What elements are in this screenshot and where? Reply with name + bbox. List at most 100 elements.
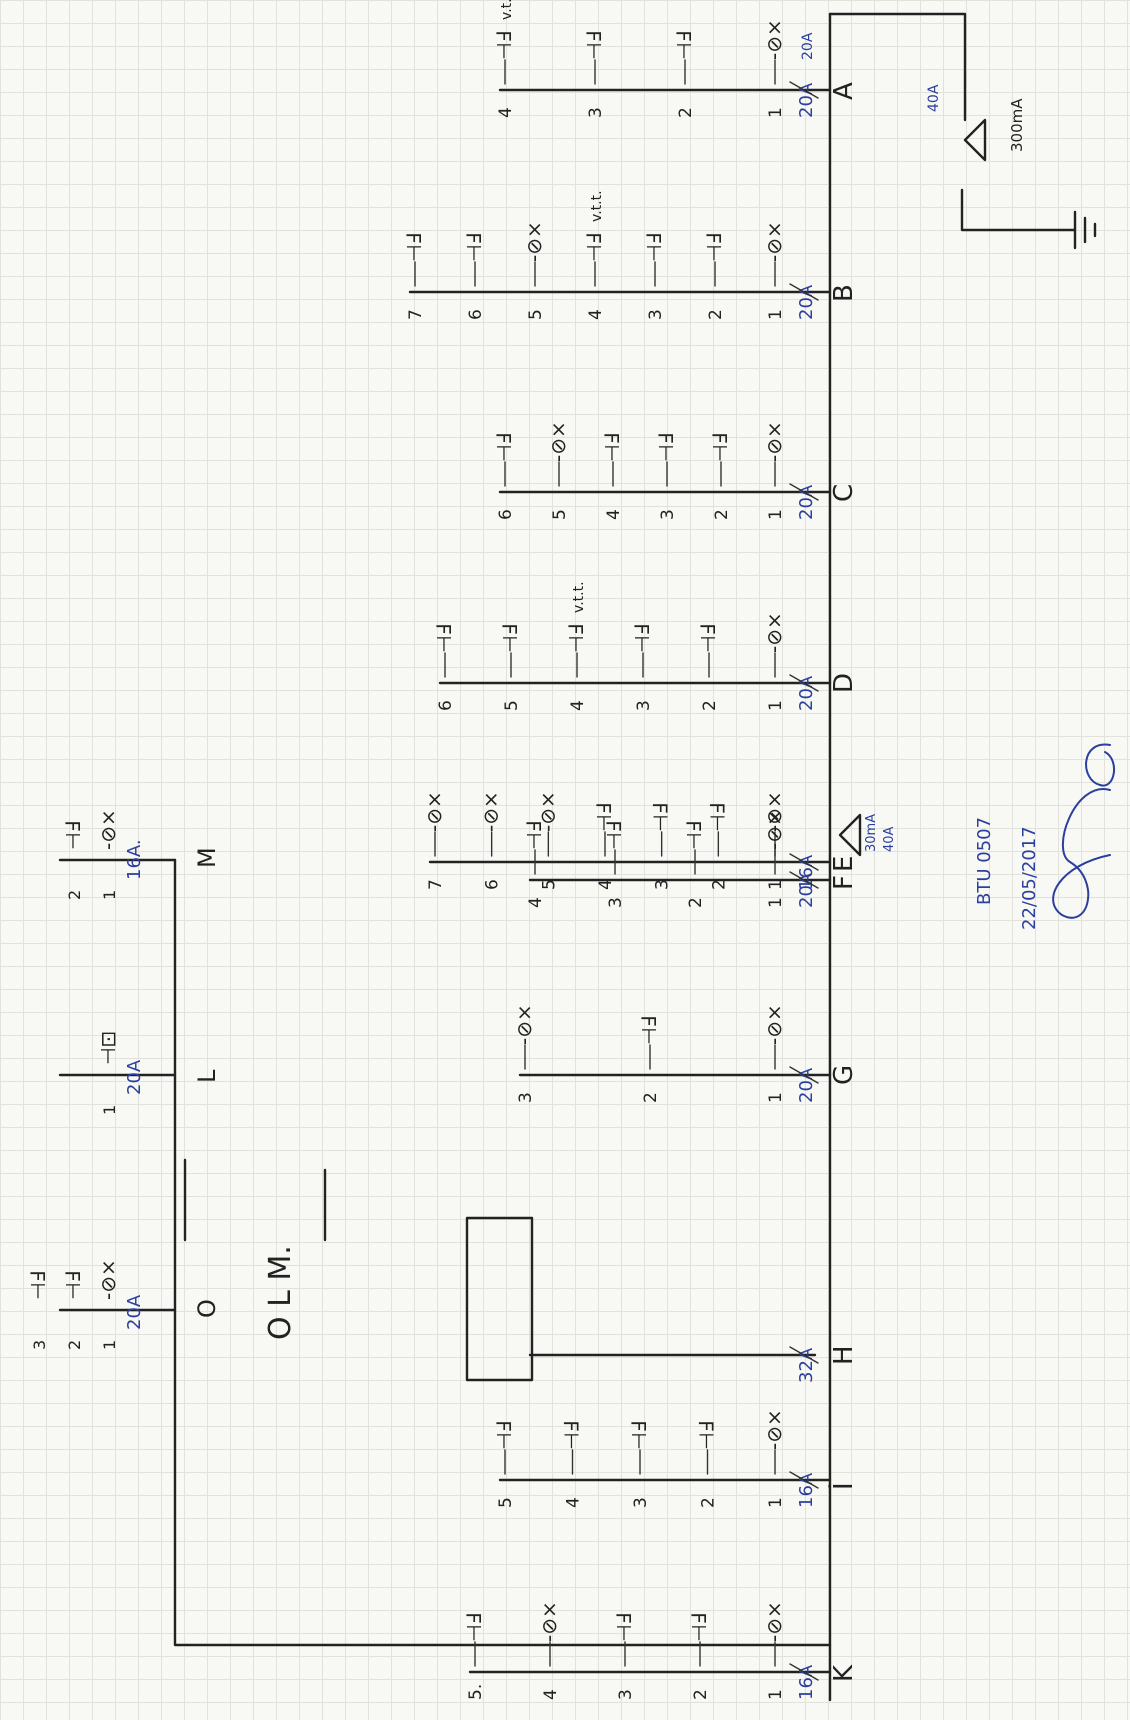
main-rcd-symbol <box>963 118 987 162</box>
circuit-number: 2 <box>641 1092 661 1103</box>
circuit-number: 3 <box>653 879 673 890</box>
circuit-number: 1 <box>100 1340 119 1350</box>
panel-B-breaker: 20A <box>796 284 817 320</box>
lamp-icon: -⊘⨯ <box>762 809 786 850</box>
breaker-tick <box>789 283 819 301</box>
note-line-2: 22/05/2017 <box>1019 826 1040 930</box>
panel-I-label: İ <box>827 1482 859 1490</box>
breaker-tick <box>789 1471 819 1489</box>
signature-stroke <box>1052 788 1111 919</box>
lamp-icon: -⊘⨯ <box>96 809 120 850</box>
circuit-note: v.t.t. <box>589 190 605 222</box>
circuit-number: 2 <box>686 897 706 908</box>
panel-F-rcd-rating: 40A <box>882 826 897 852</box>
panel-A-extra: 20A <box>800 32 816 60</box>
signature-stroke <box>1085 743 1115 787</box>
lamp-icon: -⊘⨯ <box>762 1004 786 1045</box>
circuit-number: 6 <box>466 309 486 320</box>
circuit-number: 2 <box>712 509 732 520</box>
panel-F-rcd-symbol <box>838 813 862 857</box>
panel-K-label: K <box>829 1664 859 1682</box>
circuit-number: 1 <box>100 890 119 900</box>
panel-M-label: M <box>193 847 221 868</box>
panel-M-breaker: 16A. <box>124 839 145 880</box>
circuit-number: 4 <box>586 309 606 320</box>
circuit-number: 5 <box>550 509 570 520</box>
breaker-tick <box>789 871 819 889</box>
circuit-number: 3 <box>586 107 606 118</box>
socket-icon: ⊣Ⅎ <box>637 1016 661 1045</box>
panel-G-breaker: 20A <box>796 1067 817 1103</box>
socket-icon: ⊣Ⅎ <box>462 1613 486 1642</box>
main-feeder-line <box>828 12 967 122</box>
socket-icon: ⊣Ⅎ <box>649 803 673 832</box>
circuit-number: 5 <box>496 1497 516 1508</box>
circuit-number: 4 <box>568 700 588 711</box>
circuit-number: 6 <box>496 509 516 520</box>
socket-icon: ⊣Ⅎ <box>432 624 456 653</box>
circuit-number: 1 <box>766 700 786 711</box>
lamp-icon: -⊘⨯ <box>96 1259 120 1300</box>
signature-note: BTU 0507 22/05/2017 <box>974 743 1115 930</box>
panel-K-breaker: 16A <box>796 1664 817 1700</box>
circuit-number: 2 <box>65 1340 84 1350</box>
circuit-number: 4 <box>604 509 624 520</box>
lamp-icon: -⊘⨯ <box>479 791 503 832</box>
socket-icon: ⊣Ⅎ <box>708 433 732 462</box>
breaker-tick <box>789 81 819 99</box>
socket-icon: ⊣Ⅎ <box>705 803 729 832</box>
breaker-tick <box>789 853 819 871</box>
circuit-number: 5 <box>526 309 546 320</box>
panel-O-breaker: 20A <box>124 1294 145 1330</box>
lamp-icon: -⊘⨯ <box>535 791 559 832</box>
circuit-number: 4 <box>541 1689 561 1700</box>
circuit-number: 4 <box>596 879 616 890</box>
circuit-number: 6 <box>483 879 503 890</box>
lamp-icon: -⊘⨯ <box>422 791 446 832</box>
circuit-number: 2 <box>676 107 696 118</box>
circuit-number: 1 <box>766 1092 786 1103</box>
circuit-number: 4 <box>564 1497 584 1508</box>
main-rcd-rating: 40A <box>926 84 942 112</box>
circuit-number: 2 <box>699 1497 719 1508</box>
socket-icon: ⊣Ⅎ <box>654 433 678 462</box>
breaker-tick <box>789 1066 819 1084</box>
breaker-tick <box>789 483 819 501</box>
main-rcd-sensitivity: 300mA <box>1008 98 1026 152</box>
note-line-1: BTU 0507 <box>974 817 995 905</box>
circuit-number: 3 <box>606 897 626 908</box>
om-label: O L M. <box>263 1245 298 1340</box>
lamp-icon: -⊘⨯ <box>522 221 546 262</box>
panel-H-box <box>465 1216 534 1382</box>
socket-icon: ⊣Ⅎ <box>602 821 626 850</box>
lamp-icon: -⊘⨯ <box>762 791 786 832</box>
panel-O-label: O <box>193 1299 221 1318</box>
panel-H-label: H <box>829 1345 859 1365</box>
circuit-number: 6 <box>436 700 456 711</box>
socket-icon: ⊣Ⅎ <box>582 233 606 262</box>
circuit-number: 3 <box>634 700 654 711</box>
socket-icon: ⊣Ⅎ <box>682 821 706 850</box>
circuit-note: v.t. <box>499 0 515 20</box>
earth-line <box>960 188 1077 232</box>
circuit-number: 3 <box>616 1689 636 1700</box>
lamp-icon: -⊘⨯ <box>762 221 786 262</box>
circuit-number: 4 <box>496 107 516 118</box>
socket-icon: ⊣Ⅎ <box>696 624 720 653</box>
circuit-number: 5 <box>502 700 522 711</box>
socket-icon: ⊣Ⅎ <box>627 1421 651 1450</box>
circuit-number: 2 <box>700 700 720 711</box>
circuit-number: 4 <box>526 897 546 908</box>
socket-icon: ⊣Ⅎ <box>498 624 522 653</box>
panel-D-label: D <box>829 673 859 693</box>
socket-icon: ⊣Ⅎ <box>402 233 426 262</box>
circuit-number: 3 <box>646 309 666 320</box>
lamp-icon: -⊘⨯ <box>762 421 786 462</box>
